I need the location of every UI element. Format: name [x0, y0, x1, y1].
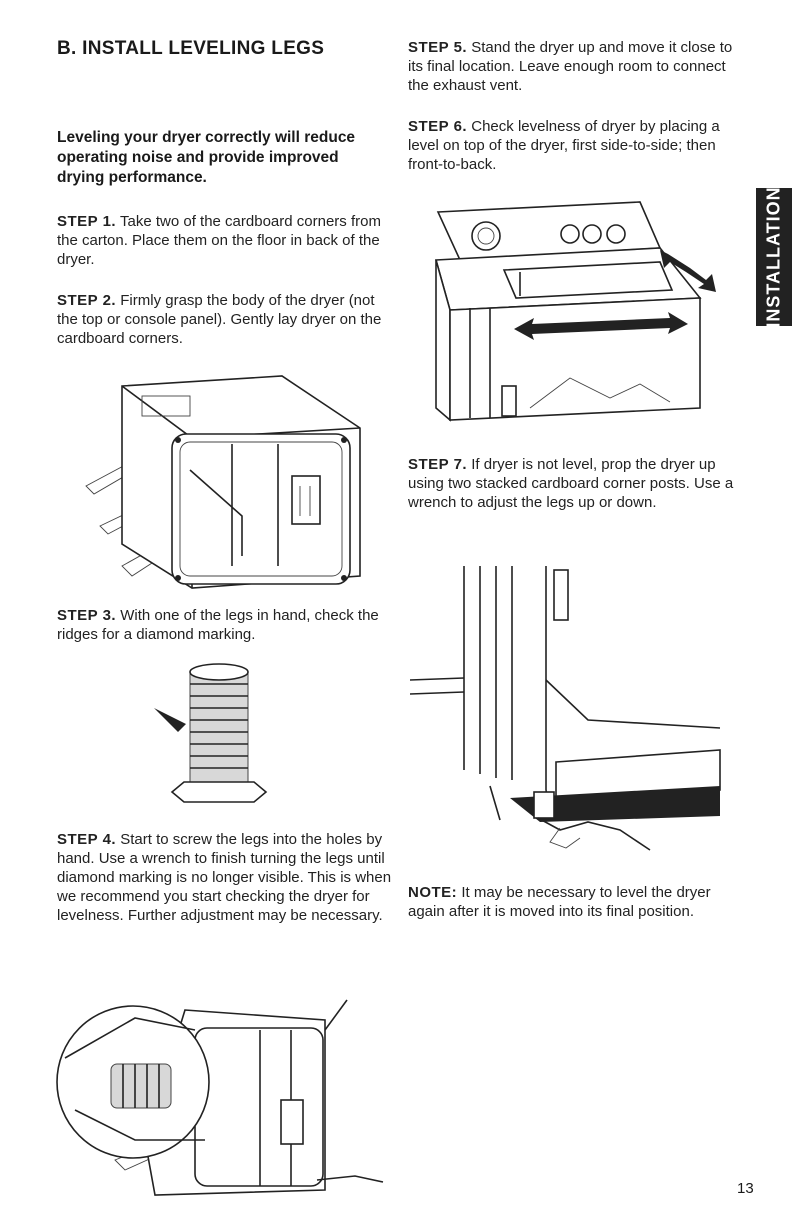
installation-tab-label: INSTALLATION [763, 186, 784, 328]
section-heading: B. INSTALL LEVELING LEGS [57, 38, 325, 59]
step-3: STEP 3. With one of the legs in hand, ch… [57, 606, 397, 644]
step-2: STEP 2. Firmly grasp the body of the dry… [57, 291, 397, 348]
page-number: 13 [737, 1180, 754, 1197]
step-1-label: STEP 1. [57, 213, 117, 230]
note-text: It may be necessary to level the dryer a… [408, 884, 711, 920]
step-2-text: Firmly grasp the body of the dryer (not … [57, 292, 382, 347]
dryer-on-cardboard-illustration [85, 375, 361, 589]
step-7-text: If dryer is not level, prop the dryer up… [408, 456, 734, 511]
step-3-label: STEP 3. [57, 607, 117, 624]
step-1-text: Take two of the cardboard corners from t… [57, 213, 381, 268]
level-on-dryer-illustration [434, 201, 716, 422]
step-5-text: Stand the dryer up and move it close to … [408, 39, 733, 94]
step-7: STEP 7. If dryer is not level, prop the … [408, 455, 743, 512]
step-6: STEP 6. Check levelness of dryer by plac… [408, 117, 743, 174]
step-5-label: STEP 5. [408, 39, 468, 56]
note: NOTE: It may be necessary to level the d… [408, 883, 728, 921]
step-2-label: STEP 2. [57, 292, 117, 309]
step-4-label: STEP 4. [57, 831, 117, 848]
step-6-label: STEP 6. [408, 118, 468, 135]
note-label: NOTE: [408, 884, 458, 901]
screwing-legs-illustration [56, 999, 384, 1196]
step-3-text: With one of the legs in hand, check the … [57, 607, 379, 643]
step-7-label: STEP 7. [408, 456, 468, 473]
step-5: STEP 5. Stand the dryer up and move it c… [408, 38, 743, 95]
step-6-text: Check levelness of dryer by placing a le… [408, 118, 720, 173]
step-4: STEP 4. Start to screw the legs into the… [57, 830, 397, 925]
leveling-leg-illustration [154, 663, 268, 803]
step-4-text: Start to screw the legs into the holes b… [57, 831, 392, 924]
wrench-adjust-illustration [410, 566, 721, 851]
installation-side-tab: INSTALLATION [756, 186, 792, 328]
intro-text: Leveling your dryer correctly will reduc… [57, 129, 356, 186]
step-1: STEP 1. Take two of the cardboard corner… [57, 212, 387, 269]
